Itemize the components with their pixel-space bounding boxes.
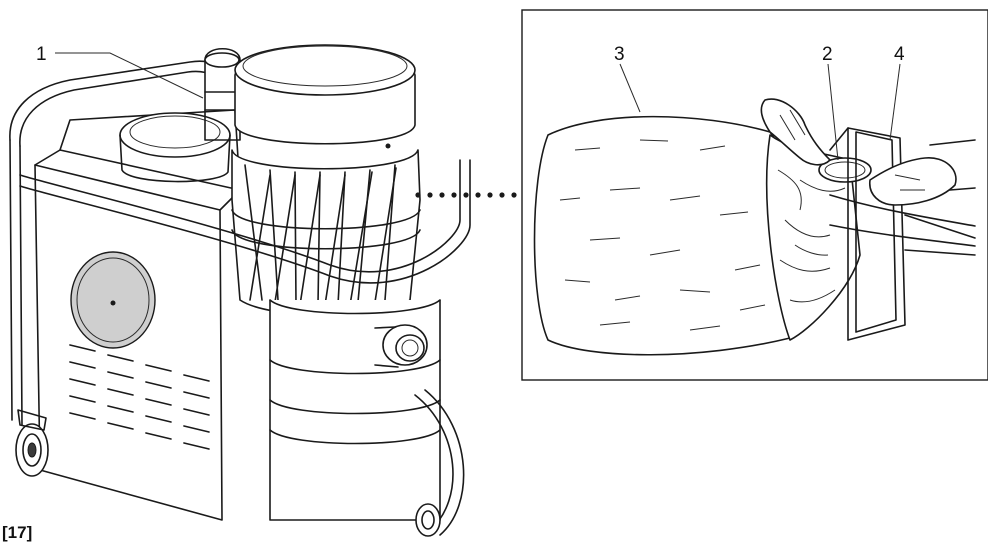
vent-slots bbox=[69, 344, 210, 450]
vacuum-cleaner-drawing bbox=[9, 44, 471, 537]
detail-view-bag-removal bbox=[533, 98, 976, 356]
motor-grille bbox=[70, 251, 156, 349]
figure-label: [17] bbox=[2, 523, 32, 542]
detail-connector bbox=[415, 192, 517, 198]
leader-line-2 bbox=[827, 63, 839, 161]
leader-line-4 bbox=[889, 63, 901, 141]
leader-line-1 bbox=[55, 52, 204, 99]
callout-3: 3 bbox=[614, 44, 625, 65]
caster-wheel bbox=[15, 409, 49, 477]
callout-2: 2 bbox=[822, 44, 833, 65]
caster-wheel bbox=[415, 503, 441, 537]
leader-line-3 bbox=[619, 63, 641, 113]
bag-holder bbox=[829, 127, 976, 341]
hands bbox=[760, 98, 976, 206]
callout-4: 4 bbox=[894, 44, 905, 65]
dust-bag bbox=[533, 115, 799, 356]
callout-1: 1 bbox=[36, 44, 47, 65]
